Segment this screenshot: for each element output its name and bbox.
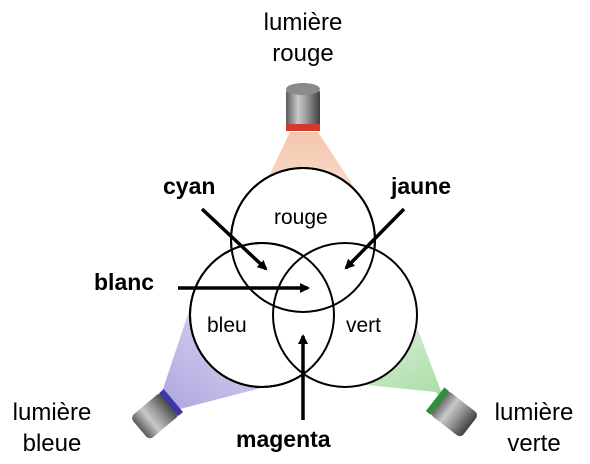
blue-circle-outline — [189, 242, 335, 388]
blue-projector-icon — [132, 389, 184, 439]
white-label: blanc — [94, 269, 155, 295]
cyan-arrow — [200, 207, 268, 271]
yellow-arrow — [344, 207, 406, 270]
green-light-circle — [272, 242, 418, 388]
blue-light-label-line1: lumière — [12, 399, 92, 426]
green-projector-icon — [425, 387, 477, 437]
blue-light-label-line2: bleue — [22, 430, 82, 457]
green-light-label-line2: verte — [507, 430, 561, 457]
red-light-label: lumière rouge — [253, 7, 353, 69]
green-light-label-line1: lumière — [494, 399, 574, 426]
yellow-label: jaune — [391, 173, 452, 199]
green-circle-label: vert — [346, 314, 382, 337]
blue-circle-label: bleu — [207, 314, 247, 337]
green-light-label: lumière verte — [484, 397, 584, 459]
red-projector-icon — [286, 83, 320, 131]
cyan-label: cyan — [163, 173, 216, 199]
blue-light-label: lumière bleue — [2, 397, 102, 459]
magenta-label: magenta — [236, 426, 331, 452]
red-circle-label: rouge — [274, 206, 328, 229]
red-light-label-line1: lumière — [263, 9, 343, 36]
red-light-label-line2: rouge — [272, 40, 334, 67]
